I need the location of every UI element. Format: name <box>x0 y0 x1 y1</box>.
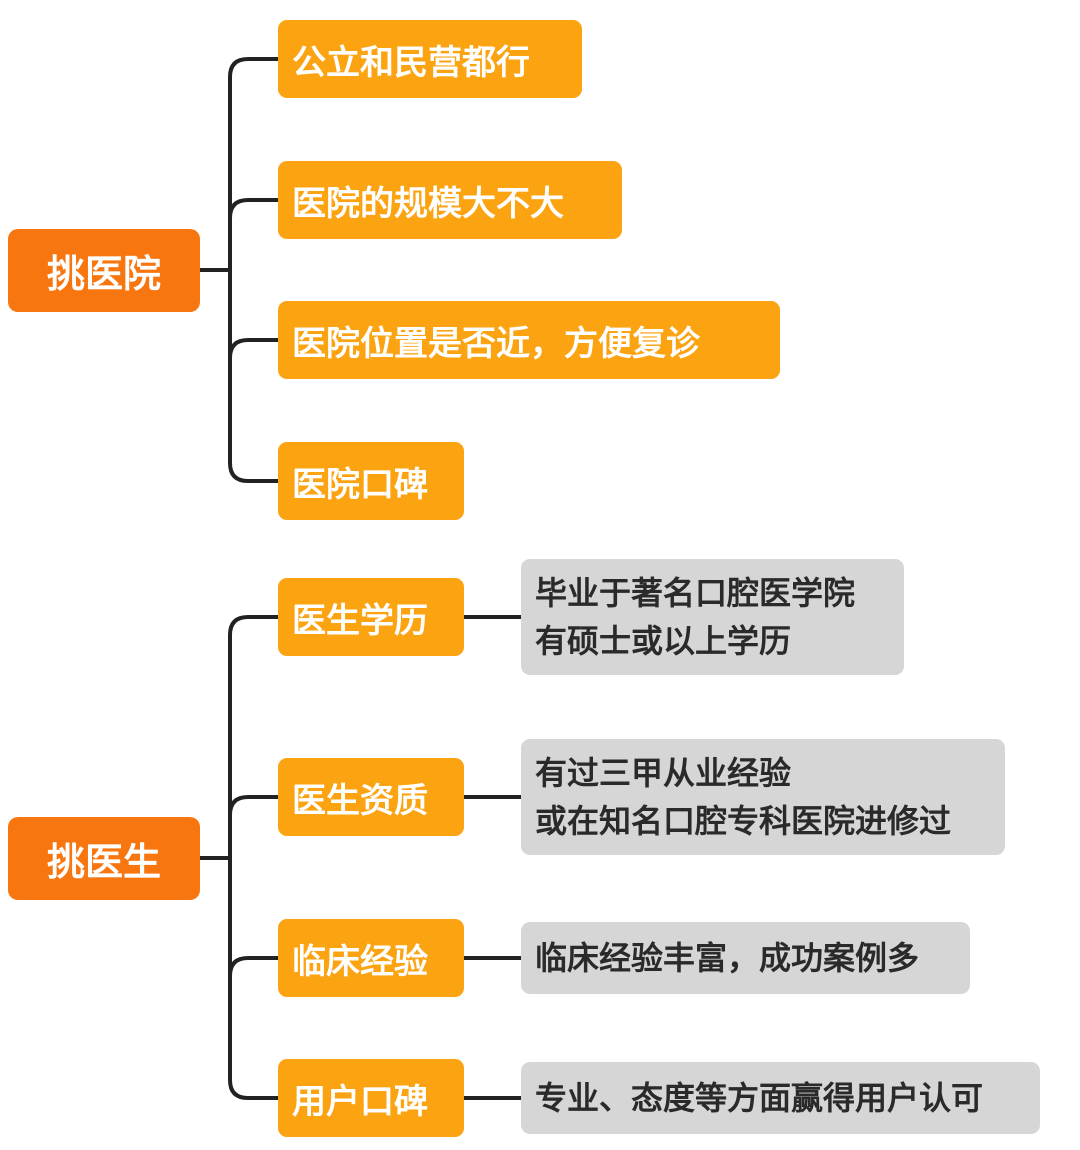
hospital-root-node: 挑医院 <box>8 229 200 312</box>
detail-line: 临床经验丰富，成功案例多 <box>535 939 920 977</box>
detail-line: 有硕士或以上学历 <box>535 622 792 660</box>
hospital-branch-connector-1 <box>228 57 280 483</box>
hospital-branch-ownership: 公立和民营都行 <box>278 20 582 98</box>
detail-experience: 临床经验丰富，成功案例多 <box>521 922 970 994</box>
doctor-root-node: 挑医生 <box>8 817 200 900</box>
doctor-branch-reputation: 用户口碑 <box>278 1059 464 1137</box>
doctor-branch-connector-3 <box>228 956 280 978</box>
doctor-branch-qualification: 医生资质 <box>278 758 464 836</box>
detail-line: 或在知名口腔专科医院进修过 <box>535 802 952 840</box>
hospital-branch-location: 医院位置是否近，方便复诊 <box>278 301 780 379</box>
detail-line: 毕业于著名口腔医学院 <box>535 574 856 612</box>
hospital-branch-reputation: 医院口碑 <box>278 442 464 520</box>
hospital-branch-connector-2 <box>228 198 280 220</box>
doctor-branch-experience: 临床经验 <box>278 919 464 997</box>
detail-line: 专业、态度等方面赢得用户认可 <box>535 1079 984 1117</box>
detail-education: 毕业于著名口腔医学院 有硕士或以上学历 <box>521 559 904 675</box>
hospital-branch-scale: 医院的规模大不大 <box>278 161 622 239</box>
detail-user-reputation: 专业、态度等方面赢得用户认可 <box>521 1062 1040 1134</box>
hospital-branch-connector-3 <box>228 338 280 360</box>
detail-line: 有过三甲从业经验 <box>535 754 792 792</box>
doctor-branch-connector-2 <box>228 795 280 817</box>
detail-qualification: 有过三甲从业经验 或在知名口腔专科医院进修过 <box>521 739 1005 855</box>
doctor-branch-education: 医生学历 <box>278 578 464 656</box>
doctor-branch-connector-1 <box>228 615 280 1100</box>
